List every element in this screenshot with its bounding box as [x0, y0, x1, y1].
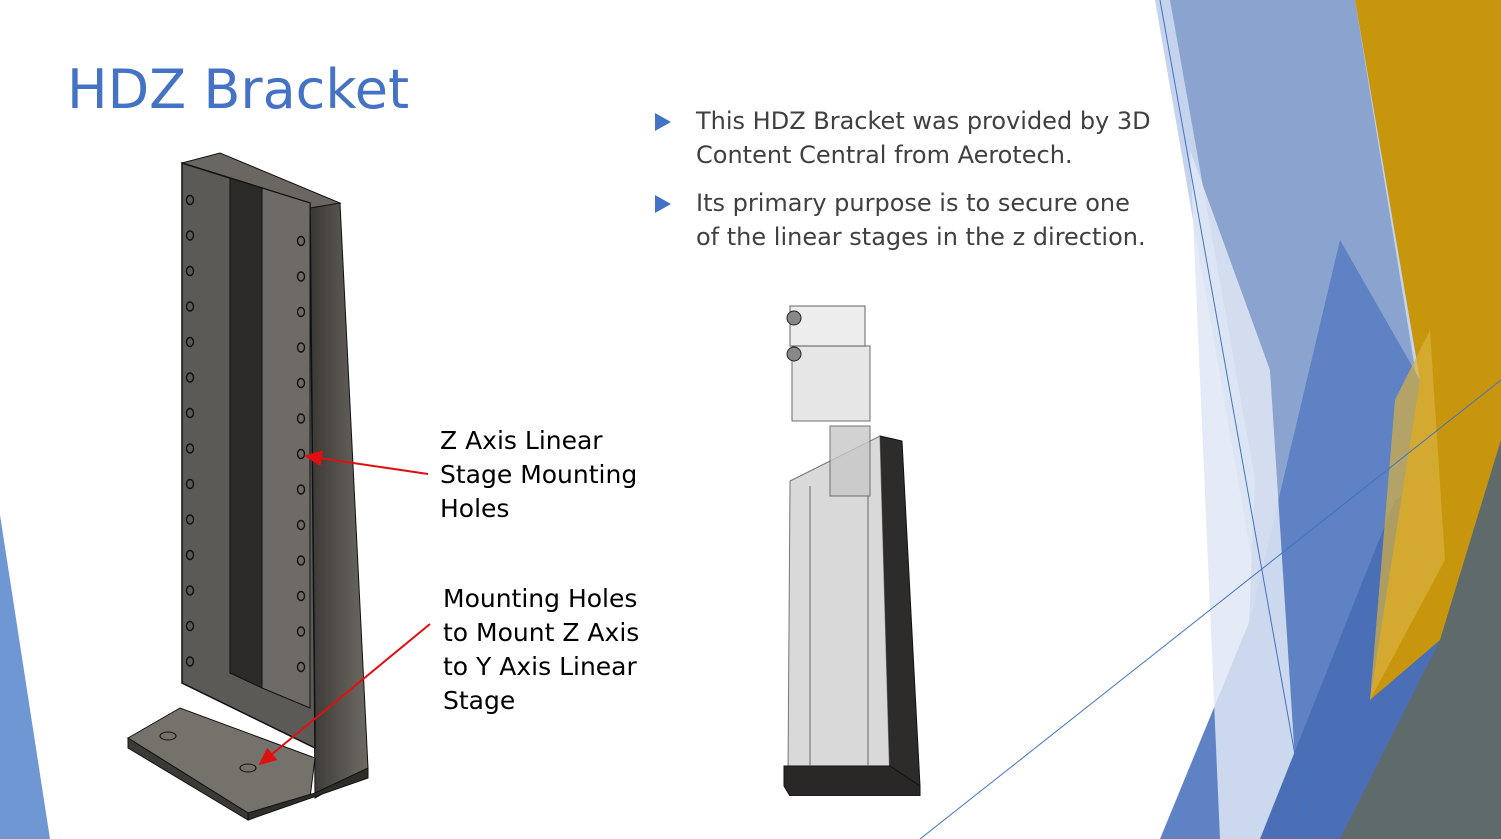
mounting-hole — [185, 407, 195, 419]
mounting-hole — [185, 443, 195, 454]
mounting-hole — [296, 271, 306, 282]
bullet-text: This HDZ Bracket was provided by 3D Cont… — [696, 107, 1151, 169]
thin-line-1 — [1159, 0, 1311, 839]
mounting-hole — [185, 656, 195, 667]
mounting-hole — [185, 372, 195, 383]
callout-z-axis-holes: Z Axis Linear Stage Mounting Holes — [440, 426, 638, 523]
mounting-hole — [185, 514, 195, 525]
thin-line-2 — [919, 379, 1501, 839]
gray-facet — [1340, 440, 1501, 839]
bullet-arrow-icon — [655, 195, 671, 213]
right-facet-mid — [1170, 0, 1420, 839]
bullet-arrow-icon — [655, 113, 671, 131]
mounting-hole — [185, 549, 195, 561]
mounting-hole — [296, 306, 306, 318]
bullet-list: This HDZ Bracket was provided by 3D Cont… — [655, 104, 1155, 268]
mounting-hole — [296, 413, 306, 424]
mounting-hole — [185, 265, 195, 277]
bracket-image — [127, 152, 369, 821]
slide-title: HDZ Bracket — [67, 58, 410, 121]
gold-facet-light — [1370, 330, 1445, 700]
mounting-hole — [296, 555, 306, 566]
mounting-hole — [296, 342, 306, 353]
mounting-hole — [296, 377, 306, 389]
mounting-hole — [185, 336, 195, 348]
stage-assembly-image — [783, 305, 921, 796]
mounting-hole — [296, 590, 306, 602]
mounting-hole — [185, 585, 195, 596]
mounting-hole — [185, 478, 195, 490]
bullet-item: Its primary purpose is to secure one of … — [655, 186, 1155, 254]
callout-mounting-holes: Mounting Holes to Mount Z Axis to Y Axis… — [443, 584, 640, 715]
mounting-hole — [185, 194, 195, 206]
mounting-hole — [185, 301, 195, 312]
bullet-item: This HDZ Bracket was provided by 3D Cont… — [655, 104, 1155, 172]
mounting-hole — [185, 230, 195, 241]
mounting-hole — [296, 484, 306, 495]
left-accent-shape — [0, 515, 50, 839]
mounting-hole — [185, 620, 195, 632]
mounting-hole — [296, 519, 306, 531]
bullet-text: Its primary purpose is to secure one of … — [696, 189, 1146, 251]
mounting-hole — [296, 235, 306, 247]
